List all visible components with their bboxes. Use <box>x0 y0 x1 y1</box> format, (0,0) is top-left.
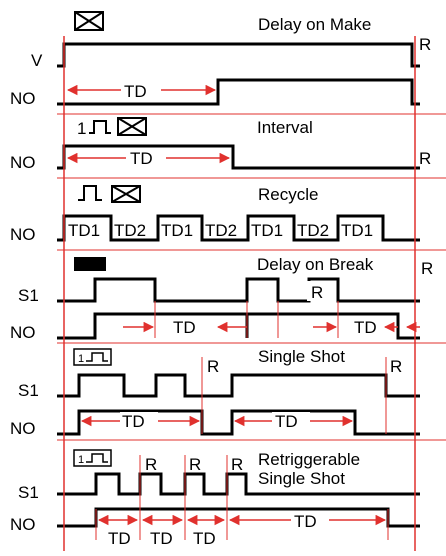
td-label: TD <box>354 318 377 337</box>
r-label: R <box>189 455 201 474</box>
s1-trace <box>57 373 420 398</box>
s1-trace <box>57 277 420 303</box>
r-label: R <box>419 149 431 168</box>
signal-label-no: NO <box>10 225 36 244</box>
td1-label: TD1 <box>341 221 373 240</box>
signal-label-no: NO <box>10 419 36 438</box>
signal-label-no: NO <box>10 323 36 342</box>
pulse-icon <box>78 185 102 201</box>
section-title: Retriggerable <box>258 450 360 469</box>
td-label: TD <box>294 512 317 531</box>
section-title: Single Shot <box>258 347 345 366</box>
r-label: R <box>390 357 402 376</box>
svg-text:1: 1 <box>78 353 84 365</box>
svg-text:1: 1 <box>78 454 84 466</box>
section-delay-on-break: Delay on Break R S1 NO TD R TD <box>10 255 433 342</box>
section-retriggerable-single-shot: 1 Retriggerable Single Shot S1 NO R R R … <box>10 449 420 548</box>
filled-bar-icon <box>74 257 106 271</box>
no-trace <box>57 409 420 436</box>
no-trace <box>57 144 420 170</box>
section-title: Delay on Break <box>257 255 374 274</box>
r-label: R <box>207 357 219 376</box>
section-title: Recycle <box>258 185 318 204</box>
td-label: TD <box>124 82 147 101</box>
signal-label-s1: S1 <box>18 286 39 305</box>
td-label: TD <box>275 412 298 431</box>
td-label: TD <box>150 529 173 548</box>
r-label: R <box>419 35 431 54</box>
section-title-line2: Single Shot <box>258 469 345 488</box>
reference-lines <box>63 36 416 551</box>
signal-label-no: NO <box>10 89 36 108</box>
td-label: TD <box>193 529 216 548</box>
event-markers <box>154 301 339 338</box>
signal-label-s1: S1 <box>18 483 39 502</box>
section-delay-on-make: Delay on Make V NO TD R <box>10 11 431 108</box>
relay-coil-icon <box>74 11 104 31</box>
r-label: R <box>311 283 323 302</box>
retrigger-markers <box>95 455 389 540</box>
one-pulse-box-icon: 1 <box>73 449 112 467</box>
no-trace <box>57 78 420 106</box>
r-label: R <box>145 455 157 474</box>
td1-label: TD1 <box>68 221 100 240</box>
td2-label: TD2 <box>114 221 146 240</box>
td2-label: TD2 <box>205 221 237 240</box>
signal-label-no: NO <box>10 153 36 172</box>
signal-label-no: NO <box>10 515 36 534</box>
td-label: TD <box>173 318 196 337</box>
td-label: TD <box>122 412 145 431</box>
td1-label: TD1 <box>161 221 193 240</box>
relay-coil-icon <box>111 185 141 203</box>
section-single-shot: 1 Single Shot S1 NO R R TD TD <box>10 347 420 438</box>
signal-label-v: V <box>31 51 43 70</box>
td2-label: TD2 <box>297 221 329 240</box>
no-trace <box>57 507 420 528</box>
relay-coil-icon <box>117 117 147 136</box>
section-title: Delay on Make <box>258 15 371 34</box>
r-label: R <box>231 455 243 474</box>
td1-label: TD1 <box>251 221 283 240</box>
one-pulse-box-icon: 1 <box>73 348 112 366</box>
single-pulse-icon <box>89 120 111 134</box>
td-label: TD <box>130 149 153 168</box>
section-recycle: Recycle NO TD1 TD2 TD1 TD2 TD1 TD2 TD1 <box>10 185 420 244</box>
no-trace <box>57 214 420 242</box>
section-interval: 1 Interval NO TD R <box>10 117 431 172</box>
signal-label-s1: S1 <box>18 381 39 400</box>
s1-trace <box>57 472 420 496</box>
v-trace <box>57 42 420 68</box>
r-label: R <box>421 259 433 278</box>
section-separators <box>57 113 446 441</box>
interval-prefix: 1 <box>77 119 86 138</box>
section-title: Interval <box>257 118 313 137</box>
td-label: TD <box>108 529 131 548</box>
